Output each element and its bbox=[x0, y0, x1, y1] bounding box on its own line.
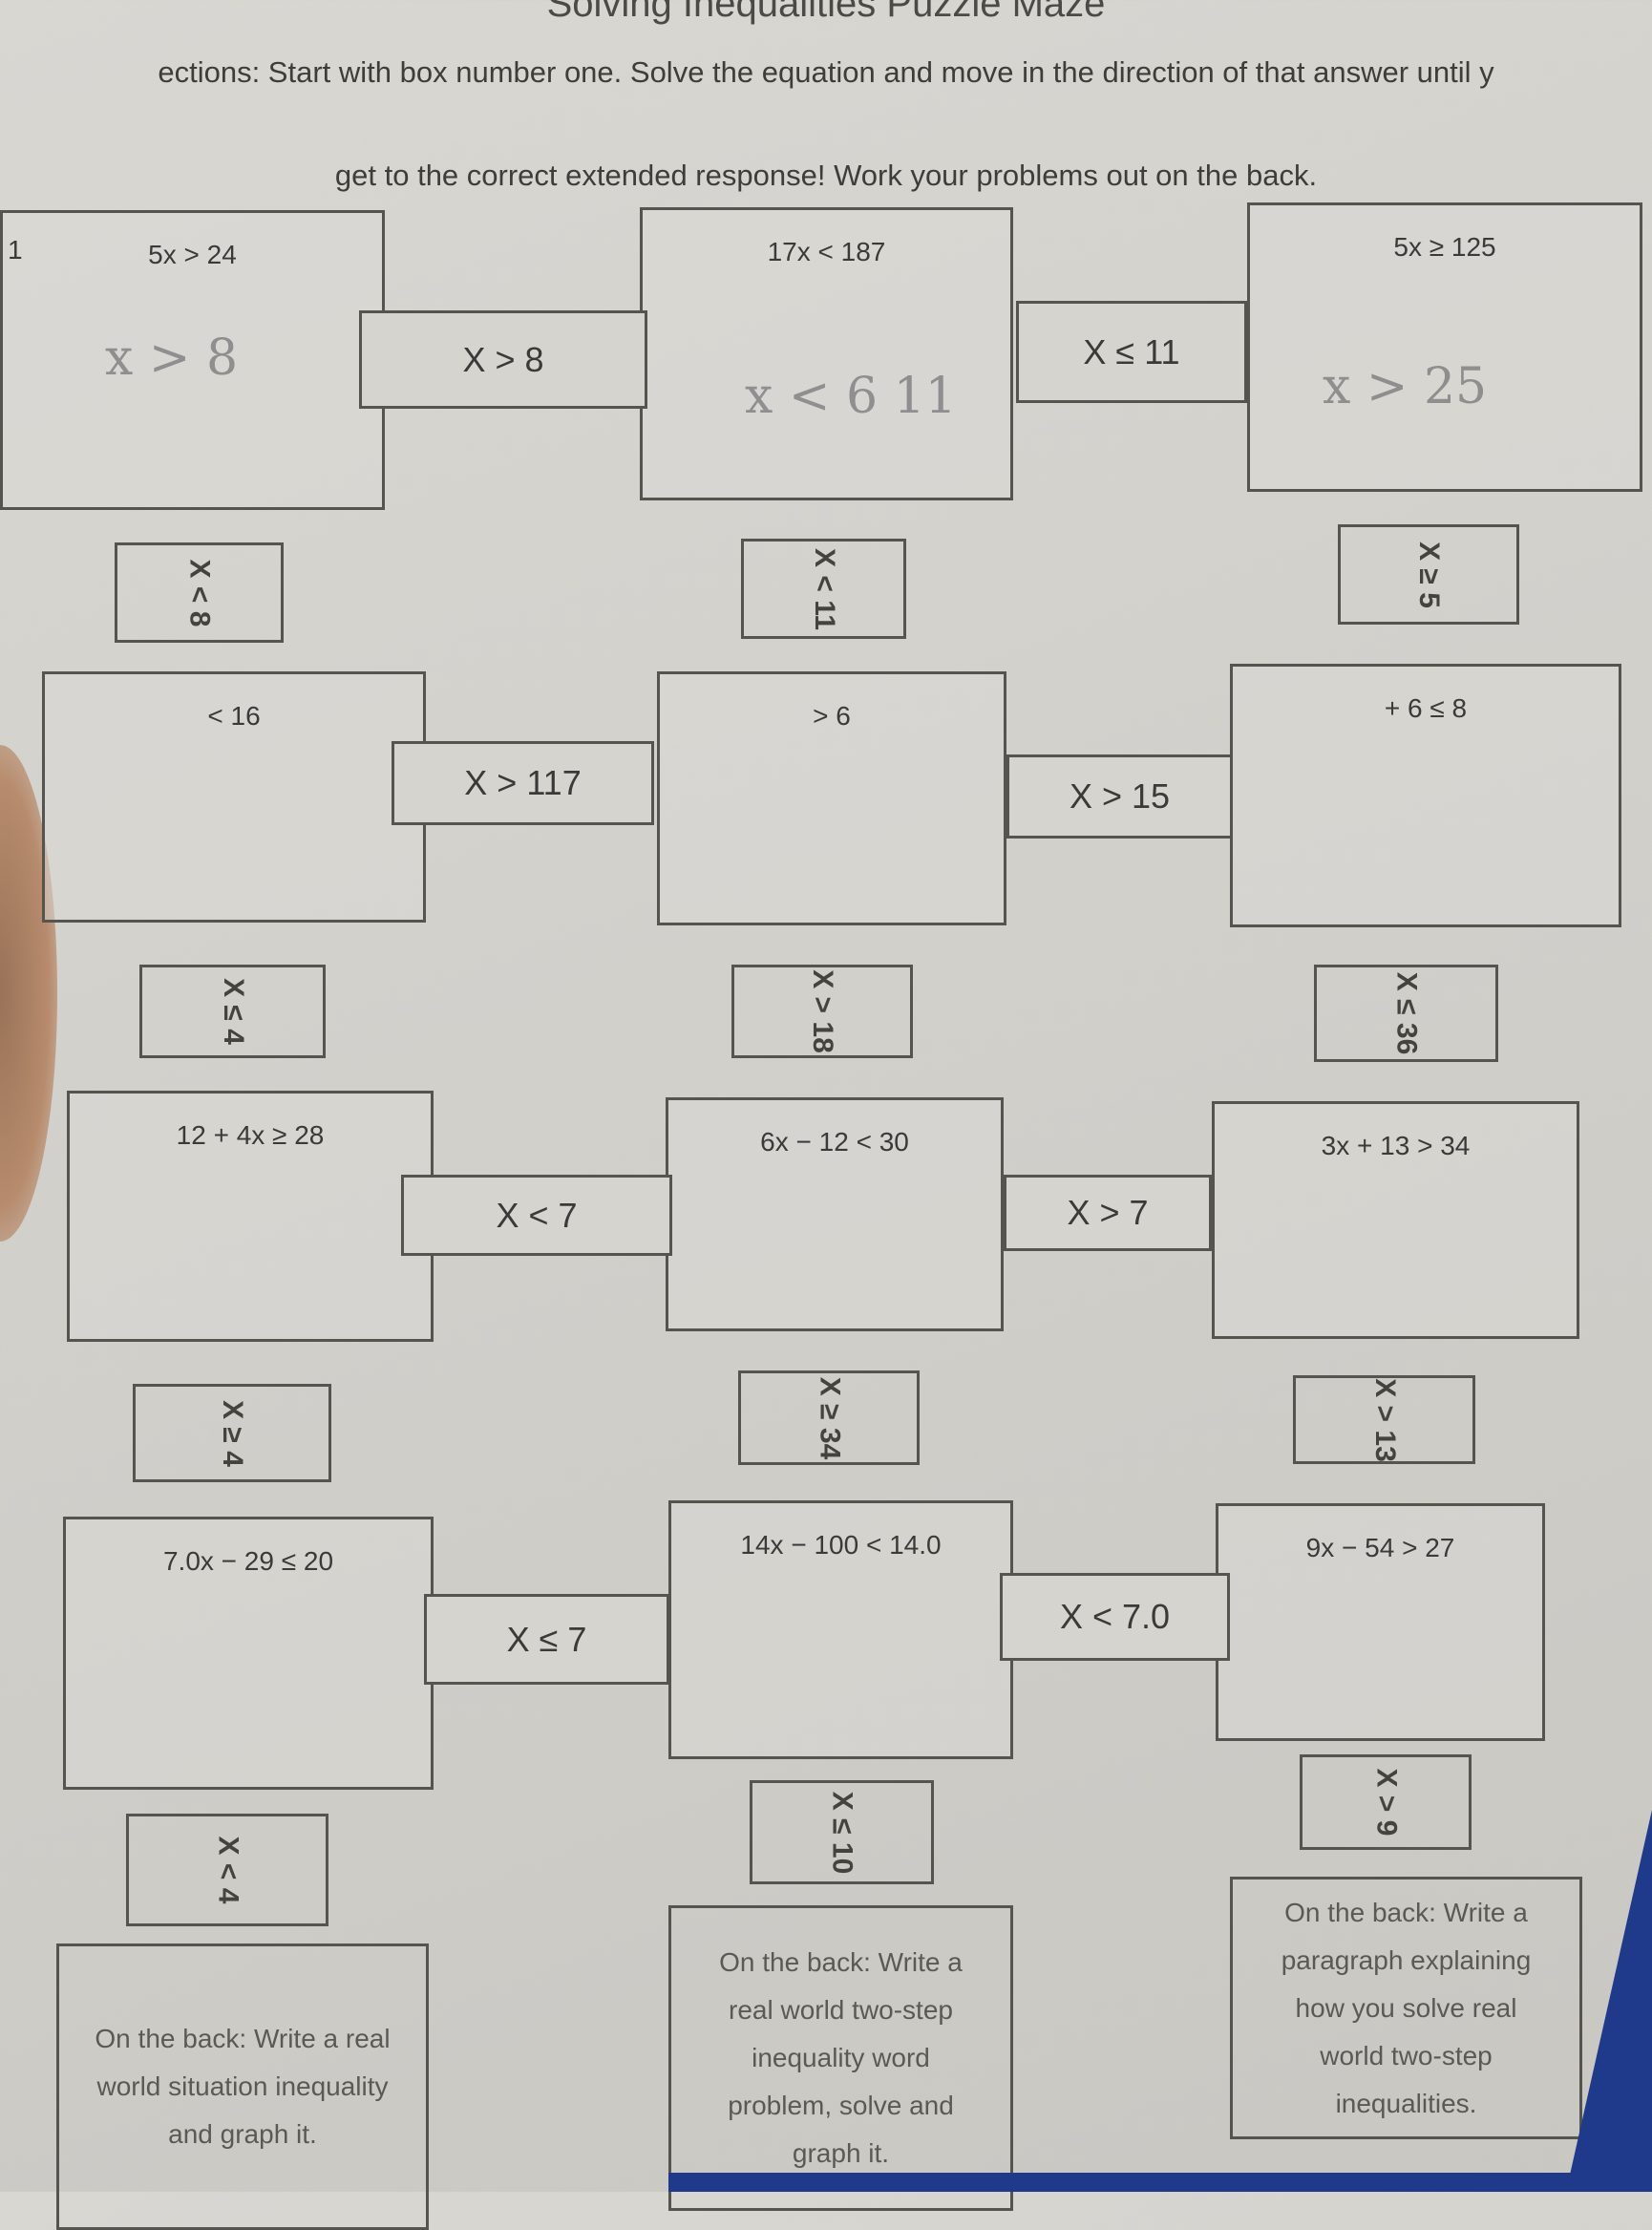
answer-label: X > 18 bbox=[806, 969, 838, 1053]
problem-box: 5x > 24 bbox=[0, 210, 385, 510]
answer-connector-vertical: X < 8 bbox=[115, 542, 284, 643]
extended-response-box: On the back: Write a paragraph explainin… bbox=[1230, 1877, 1582, 2139]
answer-label: X ≤ 4 bbox=[217, 978, 249, 1045]
problem-box: 12 + 4x ≥ 28 bbox=[67, 1091, 434, 1342]
answer-connector: X > 8 bbox=[359, 310, 647, 409]
answer-connector: X > 15 bbox=[1006, 754, 1233, 839]
answer-label: X ≥ 34 bbox=[813, 1376, 845, 1459]
problem-box: 17x < 187 bbox=[640, 207, 1013, 500]
answer-connector: X > 117 bbox=[392, 741, 654, 825]
equation: 9x − 54 > 27 bbox=[1305, 1533, 1455, 1562]
answer-label: X ≤ 10 bbox=[826, 1791, 858, 1874]
answer-connector-vertical: X ≥ 4 bbox=[133, 1384, 331, 1482]
handwritten-note: x < 6 11 bbox=[745, 368, 957, 425]
answer-connector: X > 7 bbox=[1004, 1175, 1212, 1251]
answer-label: X < 4 bbox=[211, 1836, 244, 1904]
directions-line-1: ections: Start with box number one. Solv… bbox=[158, 55, 1494, 89]
equation: 3x + 13 > 34 bbox=[1321, 1131, 1471, 1160]
answer-connector-vertical: X < 11 bbox=[741, 539, 906, 639]
answer-connector-vertical: X > 13 bbox=[1293, 1375, 1475, 1464]
equation: + 6 ≤ 8 bbox=[1384, 693, 1468, 723]
directions-line-2: get to the correct extended response! Wo… bbox=[334, 159, 1318, 192]
answer-connector: X < 7 bbox=[401, 1175, 672, 1256]
problem-box: 9x − 54 > 27 bbox=[1216, 1503, 1545, 1741]
problem-box: < 16 bbox=[42, 671, 426, 923]
problem-box: 7.0x − 29 ≤ 20 bbox=[63, 1517, 434, 1790]
problem-box: 5x ≥ 125 bbox=[1247, 202, 1642, 492]
answer-label: X ≥ 5 bbox=[1413, 541, 1445, 608]
background-surface bbox=[1566, 1810, 1652, 2192]
answer-connector: X ≤ 7 bbox=[424, 1594, 669, 1685]
equation: 5x > 24 bbox=[148, 240, 237, 269]
problem-box: + 6 ≤ 8 bbox=[1230, 664, 1621, 927]
answer-label: X < 11 bbox=[808, 547, 840, 630]
answer-connector-vertical: X > 18 bbox=[731, 965, 913, 1058]
equation: 17x < 187 bbox=[767, 237, 886, 266]
handwritten-note: x > 25 bbox=[1323, 358, 1488, 415]
answer-connector-vertical: X ≥ 34 bbox=[738, 1370, 920, 1465]
equation: 5x ≥ 125 bbox=[1393, 232, 1496, 262]
extended-response-box: On the back: Write a real world two-step… bbox=[668, 1905, 1013, 2211]
answer-label: X ≥ 4 bbox=[217, 1399, 248, 1467]
equation: < 16 bbox=[207, 701, 261, 731]
equation: 14x − 100 < 14.0 bbox=[740, 1530, 942, 1560]
problem-box: 6x − 12 < 30 bbox=[666, 1097, 1004, 1331]
problem-box: 3x + 13 > 34 bbox=[1212, 1101, 1579, 1339]
equation: > 6 bbox=[813, 701, 851, 731]
equation: 6x − 12 < 30 bbox=[760, 1127, 909, 1157]
answer-connector-vertical: X ≥ 5 bbox=[1338, 524, 1519, 625]
answer-connector-vertical: X > 9 bbox=[1300, 1754, 1472, 1850]
answer-connector-vertical: X < 4 bbox=[126, 1814, 328, 1926]
handwritten-note: x > 8 bbox=[105, 329, 239, 387]
problem-box: 14x − 100 < 14.0 bbox=[668, 1500, 1013, 1759]
answer-connector-vertical: X ≤ 36 bbox=[1314, 965, 1498, 1062]
page-title: Solving Inequalities Puzzle Maze bbox=[546, 0, 1106, 25]
answer-connector-vertical: X ≤ 4 bbox=[139, 965, 326, 1058]
answer-label: X > 9 bbox=[1369, 1768, 1402, 1837]
equation: 7.0x − 29 ≤ 20 bbox=[162, 1546, 334, 1576]
answer-connector: X < 7.0 bbox=[1000, 1573, 1230, 1661]
extended-response-box: On the back: Write a real world situatio… bbox=[56, 1943, 429, 2230]
background-surface-bottom bbox=[668, 2173, 1652, 2192]
answer-connector: X ≤ 11 bbox=[1016, 301, 1247, 403]
answer-connector-vertical: X ≤ 10 bbox=[750, 1780, 934, 1884]
answer-label: X ≤ 36 bbox=[1390, 971, 1423, 1055]
box-number: 1 bbox=[8, 235, 23, 265]
problem-box: > 6 bbox=[657, 671, 1006, 925]
answer-label: X < 8 bbox=[183, 559, 216, 627]
answer-label: X > 13 bbox=[1368, 1377, 1401, 1462]
equation: 12 + 4x ≥ 28 bbox=[176, 1120, 325, 1150]
